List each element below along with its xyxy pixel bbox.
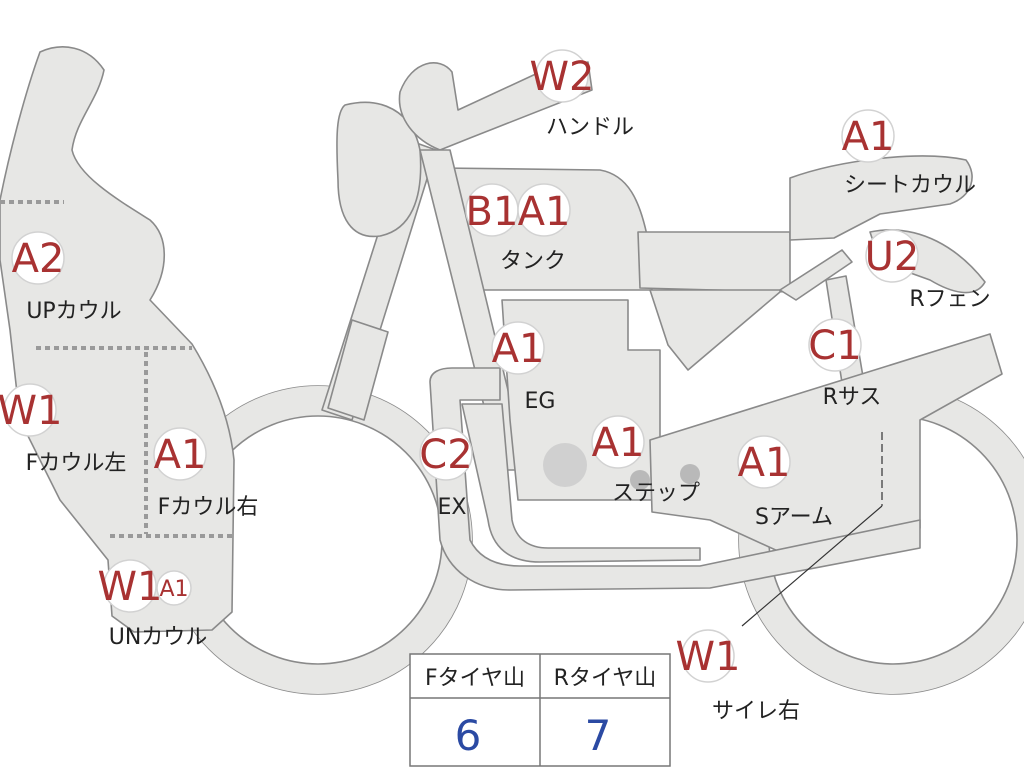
badge-code: U2 (865, 234, 920, 280)
badge-swingarm[interactable]: A1 (737, 435, 791, 489)
tire-tread-table: Fタイヤ山 Rタイヤ山 6 7 (409, 653, 671, 768)
badge-step[interactable]: A1 (591, 415, 645, 469)
label-handle: ハンドル (546, 115, 634, 140)
badge-silencer-right[interactable]: W1 (676, 629, 741, 683)
badge-up-cowl[interactable]: A2 (11, 231, 65, 285)
badge-code: A1 (154, 432, 207, 478)
label-up-cowl: UPカウル (26, 299, 121, 324)
label-swingarm: Sアーム (755, 505, 833, 530)
badge-f-cowl-left[interactable]: W1 (0, 383, 63, 437)
badge-engine[interactable]: A1 (491, 321, 545, 375)
label-rear-fender: Rフェン (909, 287, 990, 312)
footpeg (680, 464, 700, 484)
rear-frame (649, 289, 781, 371)
badge-code: A1 (492, 326, 545, 372)
label-un-cowl: UNカウル (109, 625, 208, 650)
badge-tank-a1[interactable]: A1 (517, 183, 571, 237)
label-f-cowl-right: Fカウル右 (158, 495, 259, 520)
label-tank: タンク (500, 249, 566, 274)
seat (637, 231, 791, 293)
badge-code: C2 (419, 432, 472, 478)
fairing (0, 46, 235, 633)
label-rear-suspension: Rサス (823, 385, 882, 410)
label-f-cowl-left: Fカウル左 (26, 451, 127, 476)
badge-code: A1 (738, 440, 791, 486)
badge-code: W1 (0, 388, 63, 434)
header-rear-tire: Rタイヤ山 (554, 666, 657, 691)
footpeg (630, 470, 650, 490)
badge-seat-cowl[interactable]: A1 (841, 109, 895, 163)
leader-line (741, 505, 883, 627)
fork-guard (327, 319, 389, 421)
badge-code: W1 (676, 634, 741, 680)
badge-code: C1 (808, 323, 861, 369)
rear-subframe (779, 249, 853, 301)
label-step: ステップ (612, 481, 700, 506)
badge-un-cowl-a1[interactable]: A1 (156, 570, 192, 606)
badge-code: A1 (518, 189, 571, 235)
label-silencer-right: サイレ右 (712, 699, 800, 724)
badge-code: A2 (12, 236, 65, 282)
label-seat-cowl: シートカウル (844, 173, 976, 198)
badge-handle[interactable]: W2 (530, 49, 595, 103)
badge-f-cowl-right[interactable]: A1 (153, 427, 207, 481)
label-exhaust: EX (438, 495, 467, 520)
value-rear-tire: 7 (585, 711, 612, 760)
badge-code: A1 (159, 577, 188, 602)
badge-code: A1 (592, 420, 645, 466)
badge-rear-suspension[interactable]: C1 (808, 318, 862, 372)
exhaust-inner (461, 403, 701, 563)
badge-code: W2 (530, 54, 595, 100)
label-engine: EG (525, 389, 556, 414)
badge-exhaust[interactable]: C2 (419, 427, 473, 481)
badge-un-cowl-w1[interactable]: W1 (98, 559, 163, 613)
badge-rear-fender[interactable]: U2 (865, 229, 920, 283)
seat-cowl-part (789, 155, 973, 241)
engine-cover (543, 443, 587, 487)
badge-code: B1 (466, 189, 519, 235)
exhaust-pipe (429, 367, 921, 591)
badge-code: W1 (98, 564, 163, 610)
badge-code: A1 (842, 114, 895, 160)
badge-tank-b1[interactable]: B1 (465, 183, 519, 237)
value-front-tire: 6 (455, 711, 482, 760)
header-front-tire: Fタイヤ山 (425, 666, 525, 691)
